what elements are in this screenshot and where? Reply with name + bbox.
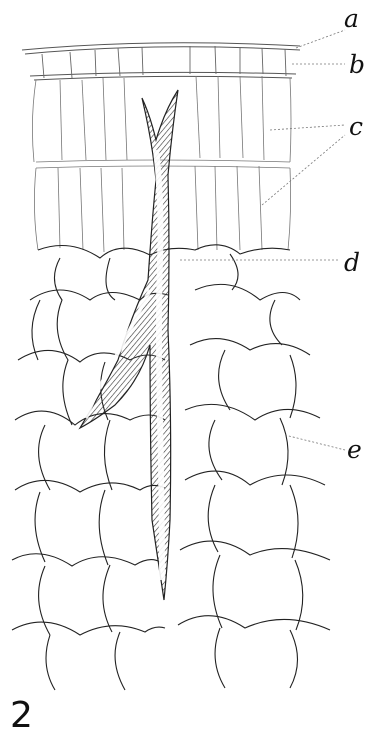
label-d: d [344, 250, 360, 275]
label-e: e [347, 437, 362, 462]
epidermis-layer [22, 43, 300, 80]
figure-number: 2 [10, 698, 33, 734]
label-b: b [349, 52, 365, 77]
label-c: c [349, 114, 363, 139]
label-a: a [344, 6, 359, 31]
